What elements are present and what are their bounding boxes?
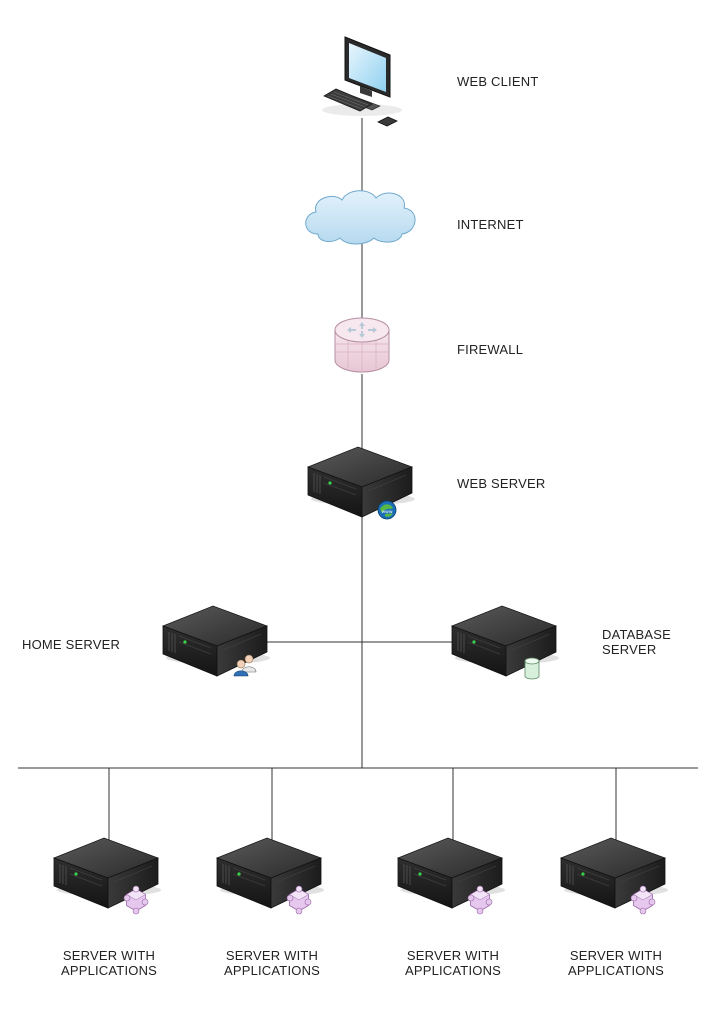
web-server-icon: www xyxy=(307,446,416,520)
firewall-icon xyxy=(334,317,390,373)
connector-lines xyxy=(18,118,698,842)
app-server-icon-3 xyxy=(397,837,506,915)
app-server-label-1: SERVER WITH APPLICATIONS xyxy=(54,948,164,978)
svg-text:www: www xyxy=(381,510,392,515)
home-server-icon xyxy=(162,605,271,677)
home-server-label: HOME SERVER xyxy=(22,637,121,652)
app-server-label-3: SERVER WITH APPLICATIONS xyxy=(398,948,508,978)
app-server-icon-1 xyxy=(53,837,162,915)
app-server-label-1-line-2: APPLICATIONS xyxy=(60,963,158,978)
app-server-label-1-line-1: SERVER WITH xyxy=(62,948,156,963)
app-server-icon-2 xyxy=(216,837,325,915)
user-icon xyxy=(233,654,257,677)
web-server-label: WEB SERVER xyxy=(457,476,546,491)
app-server-label-4: SERVER WITH APPLICATIONS xyxy=(561,948,671,978)
internet-cloud-icon xyxy=(305,190,416,245)
database-server-label-line-1: DATABASE xyxy=(602,627,672,642)
app-server-label-2-line-2: APPLICATIONS xyxy=(223,963,321,978)
globe-icon: www xyxy=(377,500,397,520)
app-server-label-2: SERVER WITH APPLICATIONS xyxy=(217,948,327,978)
app-server-label-4-line-2: APPLICATIONS xyxy=(567,963,665,978)
app-server-icon-4 xyxy=(560,837,669,915)
app-server-label-2-line-1: SERVER WITH xyxy=(225,948,319,963)
app-server-label-3-line-2: APPLICATIONS xyxy=(404,963,502,978)
app-server-label-4-line-1: SERVER WITH xyxy=(569,948,663,963)
web-client-label: WEB CLIENT xyxy=(457,74,539,89)
app-server-label-3-line-1: SERVER WITH xyxy=(406,948,500,963)
database-server-label: DATABASE SERVER xyxy=(602,627,671,657)
database-server-icon xyxy=(451,605,560,680)
internet-label: INTERNET xyxy=(457,217,524,232)
firewall-label: FIREWALL xyxy=(457,342,524,357)
web-client-icon xyxy=(322,36,402,127)
database-icon xyxy=(524,657,540,680)
database-server-label-line-2: SERVER xyxy=(602,642,657,657)
